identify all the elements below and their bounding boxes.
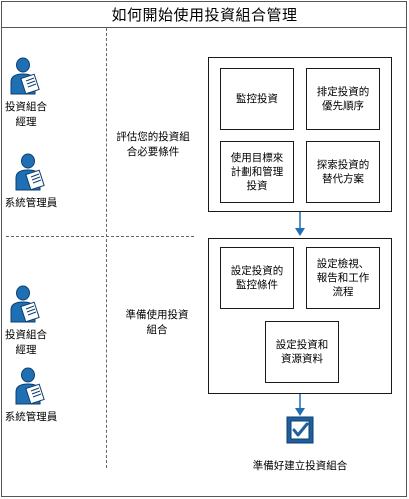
step-set-monitoring-criteria: 設定投資的監控條件: [220, 247, 294, 309]
check-box-icon: [286, 416, 314, 444]
arrow-down-icon: [295, 212, 305, 236]
role-label: 投資組合經理: [5, 329, 47, 356]
step-set-investment-resource-data: 設定投資和資源資料: [265, 321, 339, 383]
role-portfolio-manager-1: 投資組合經理: [2, 56, 50, 130]
step-monitor-investments: 監控投資: [220, 68, 294, 130]
role-column-divider: [106, 28, 107, 468]
role-label: 系統管理員: [4, 197, 58, 209]
user-with-document-icon: [15, 153, 45, 191]
role-label: 投資組合經理: [5, 101, 47, 128]
step-prioritize-investments: 排定投資的優先順序: [306, 68, 380, 130]
phase-2-label: 準備使用投資組合: [125, 309, 189, 336]
user-with-document-icon: [10, 57, 40, 95]
step-set-views-reports-workflows: 設定檢視、報告和工作流程: [306, 247, 380, 309]
phase-divider: [6, 236, 194, 237]
step-explore-alternatives: 探索投資的替代方案: [306, 141, 380, 203]
arrow-down-icon: [295, 394, 305, 416]
diagram-title: 如何開始使用投資組合管理: [111, 6, 298, 24]
user-with-document-icon: [15, 367, 45, 405]
role-label: 系統管理員: [4, 411, 58, 423]
title-divider: [1, 27, 407, 28]
role-system-admin-2: 系統管理員: [2, 366, 60, 425]
role-system-admin-1: 系統管理員: [2, 152, 60, 211]
user-with-document-icon: [10, 285, 40, 323]
phase-1-label: 評估您的投資組合必要條件: [116, 131, 190, 158]
step-plan-manage-with-goals: 使用目標來計劃和管理投資: [220, 141, 294, 203]
role-portfolio-manager-2: 投資組合經理: [2, 284, 50, 358]
ready-to-create-portfolio-label: 準備好建立投資組合: [252, 460, 348, 472]
